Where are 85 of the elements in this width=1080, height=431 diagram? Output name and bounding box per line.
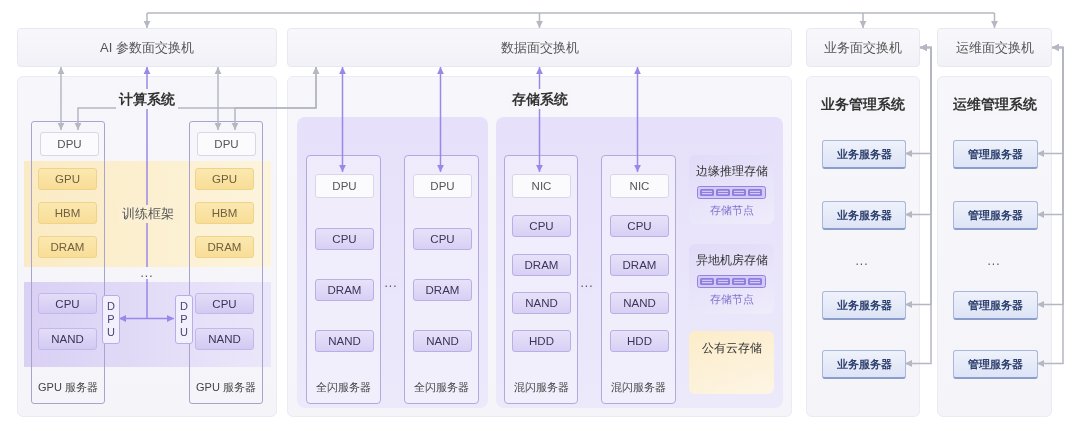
system-panel [806,76,920,417]
card-title: 异地机房存储 [695,252,768,268]
double-arrow [339,66,346,173]
storage-card [689,155,774,224]
server-frame [306,155,381,404]
double-arrow [214,66,222,131]
component-box: DPU [315,174,374,198]
component-box: CPU [512,215,571,237]
system-panel [937,76,1052,417]
panel-title: 计算系统 [116,89,178,109]
component-box: DPU [40,132,99,156]
component-box: DRAM [610,254,669,276]
component-box: DPU [413,174,472,198]
component-box: CPU [315,228,374,250]
server-frame [601,155,676,404]
server-box: 管理服务器 [953,291,1038,320]
double-arrow [904,44,932,367]
server-label: 全闪服务器 [414,380,469,394]
component-box: GPU [38,168,97,190]
server-box: 业务服务器 [822,201,906,230]
arrow [143,12,151,29]
component-box: HDD [610,330,669,352]
group-panel [297,117,488,408]
server-frame [189,121,263,404]
server-box: 管理服务器 [953,201,1038,230]
double-arrow [437,66,444,173]
component-box: NAND [38,328,97,350]
component-box: DRAM [315,279,374,301]
server-frame [504,155,578,404]
dpu-box: DPU [175,295,193,344]
server-box: 业务服务器 [822,140,906,169]
system-panel [287,76,792,417]
component-box: NIC [512,174,571,198]
switch-box: 数据面交换机 [287,28,792,67]
component-box: DRAM [195,236,254,258]
component-box: DRAM [512,254,571,276]
component-box: CPU [610,215,669,237]
arrow [859,12,867,29]
server-label: GPU 服务器 [38,380,98,394]
card-title: 边缘推理存储 [695,163,768,179]
component-box: DRAM [38,236,97,258]
group-panel [496,117,783,408]
component-box: NAND [315,330,374,352]
arrow [536,12,543,29]
component-box: NAND [610,292,669,314]
switch-box: 业务面交换机 [806,28,920,67]
panel-title: 业务管理系统 [818,94,908,114]
icon-caption: 存储节点 [709,292,754,306]
double-arrow [1036,44,1064,367]
component-box: NAND [413,330,472,352]
component-box: HDD [512,330,571,352]
panel-title: 存储系统 [508,89,571,109]
component-box: NAND [512,292,571,314]
switch-box: 运维面交换机 [937,28,1052,67]
component-box: NAND [195,328,254,350]
server-box: 管理服务器 [953,140,1038,169]
dpu-box: DPU [102,295,120,344]
server-box: 管理服务器 [953,350,1038,379]
band-label: 训练框架 [118,205,177,223]
server-box: 业务服务器 [822,291,906,320]
component-box: GPU [195,168,254,190]
server-label: 混闪服务器 [611,380,666,394]
component-box: CPU [413,228,472,250]
server-label: GPU 服务器 [196,380,256,394]
server-label: 混闪服务器 [513,380,569,394]
server-frame [31,121,105,404]
double-arrow [634,66,641,173]
server-label: 全闪服务器 [316,380,371,394]
icon-caption: 存储节点 [709,203,754,217]
double-arrow [231,66,320,131]
storage-card: 公有云存储 [689,331,774,394]
component-box: NIC [610,174,669,198]
switch-box: AI 参数面交换机 [17,28,277,67]
component-box: DRAM [413,279,472,301]
component-box: CPU [38,293,97,314]
component-box: CPU [195,293,254,314]
component-box: HBM [195,202,254,224]
component-box: DPU [197,132,256,156]
double-arrow [118,315,175,322]
bus-line [146,12,996,14]
arrow [991,12,998,29]
server-box: 业务服务器 [822,350,906,379]
component-box: HBM [38,202,97,224]
double-arrow [57,66,65,131]
server-frame [404,155,479,404]
